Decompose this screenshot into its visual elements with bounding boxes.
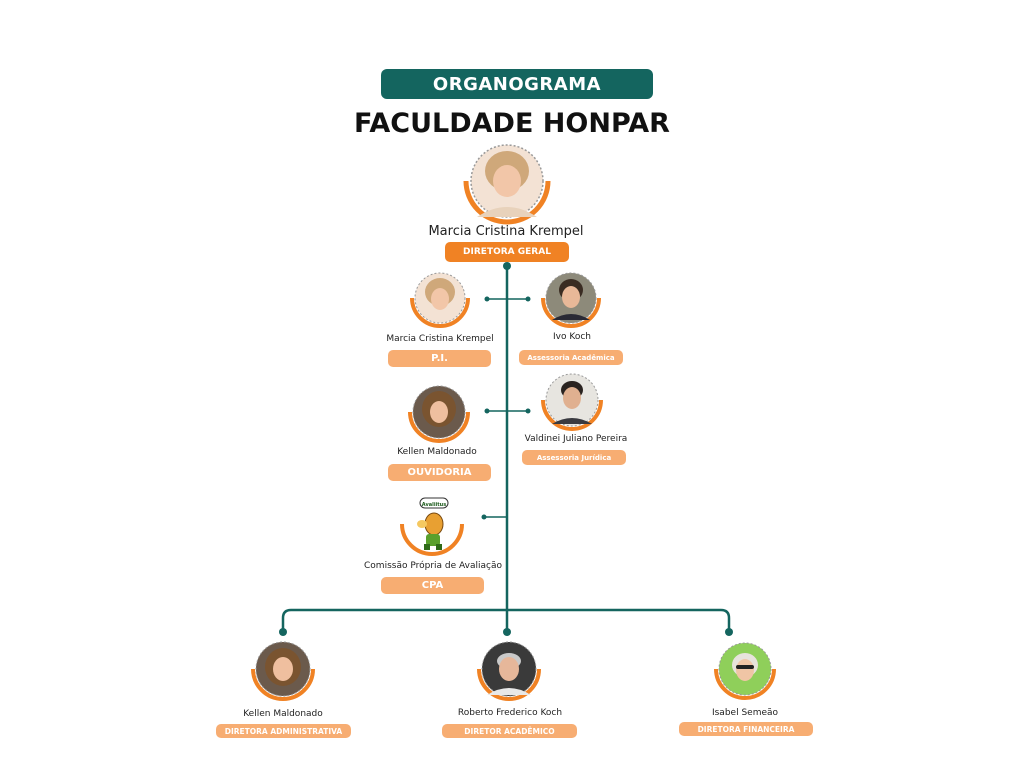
advisor-role-ouvidoria: OUVIDORIA [388,464,491,481]
advisor-name-ivo: Ivo Koch [553,332,591,342]
director-role-financeira: DIRETORA FINANCEIRA [679,722,813,736]
director-role-academico: DIRETOR ACADÊMICO [442,724,577,738]
director-general-role: DIRETORA GERAL [445,242,569,262]
avatar-diretora-financeira [714,642,776,700]
director-name-academico: Roberto Frederico Koch [457,708,563,718]
mascot-badge-text: Avaliitus [422,502,446,508]
avatar-ouvidoria [408,385,470,443]
avatar-cpa-mascot: Avaliitus [400,497,464,556]
director-name-administrativa: Kellen Maldonado [243,709,323,719]
advisor-role-cpa: CPA [381,577,484,594]
advisor-role-assessoria-juridica: Assessoria Jurídica [522,450,626,465]
advisor-name-pi: Marcia Cristina Krempel [386,334,494,344]
avatar-valdinei [541,373,603,431]
director-name-financeira: Isabel Semeão [711,708,779,718]
avatar-pi [410,272,470,328]
advisor-role-pi: P.I. [388,350,491,367]
page-title: FACULDADE HONPAR [354,108,670,139]
advisor-name-valdinei: Valdinei Juliano Pereira [524,434,628,444]
avatar-ivo-koch [541,272,601,328]
advisor-name-kellen: Kellen Maldonado [397,447,477,457]
director-general-name: Marcia Cristina Krempel [428,224,584,239]
director-role-administrativa: DIRETORA ADMINISTRATIVA [216,724,351,738]
advisor-role-assessoria-academica: Assessoria Acadêmica [519,350,623,365]
avatar-director-general [463,144,551,225]
avatar-diretora-administrativa [251,641,315,701]
advisor-name-cpa: Comissão Própria de Avaliação [364,561,502,571]
organogram-header: ORGANOGRAMA [381,69,653,99]
avatar-diretor-academico [477,641,541,701]
